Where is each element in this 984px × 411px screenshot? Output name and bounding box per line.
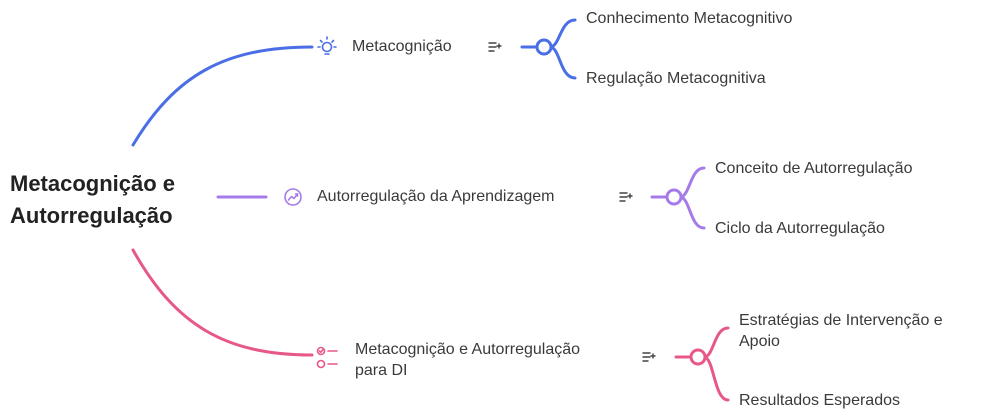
lightbulb-icon	[317, 36, 337, 55]
branch-autorregulacao[interactable]: Autorregulação da Aprendizagem	[317, 188, 555, 205]
fork-di	[674, 326, 730, 402]
connector-root-di	[131, 248, 314, 357]
trending-up-icon	[284, 188, 302, 206]
notes-icon-metacognicao[interactable]	[488, 42, 502, 52]
fork-node-di[interactable]	[689, 348, 707, 366]
leaf-conhecimento-metacognitivo[interactable]: Conhecimento Metacognitivo	[586, 10, 793, 27]
leaf-regulacao-metacognitiva[interactable]: Regulação Metacognitiva	[586, 70, 766, 87]
notes-icon-di[interactable]	[642, 352, 656, 362]
fork-node-metacognicao[interactable]	[535, 38, 553, 56]
fork-autorregulacao	[650, 166, 706, 230]
branch-di-line1: Metacognição e Autorregulação	[355, 341, 581, 358]
leaf-resultados-esperados[interactable]: Resultados Esperados	[739, 392, 900, 409]
leaf-conceito-autorregulacao[interactable]: Conceito de Autorregulação	[715, 160, 913, 177]
fork-metacognicao	[520, 18, 577, 80]
leaf-estrategias-line1: Estratégias de Intervenção e	[739, 312, 943, 329]
connector-root-metacognicao	[131, 45, 314, 147]
branch-metacognicao[interactable]: Metacognição	[352, 38, 452, 55]
checklist-icon	[316, 346, 338, 369]
fork-node-autorregulacao[interactable]	[665, 188, 683, 206]
leaf-ciclo-autorregulacao[interactable]: Ciclo da Autorregulação	[715, 220, 885, 237]
root-title-line2: Autorregulação	[10, 203, 173, 228]
root-node[interactable]: Metacognição e Autorregulação	[10, 168, 175, 232]
notes-icon-autorregulacao[interactable]	[619, 192, 633, 202]
branch-di[interactable]: Metacognição e Autorregulação para DI	[355, 339, 580, 381]
root-title-line1: Metacognição e	[10, 171, 176, 196]
branch-di-line2: para DI	[355, 362, 408, 379]
leaf-estrategias-intervencao[interactable]: Estratégias de Intervenção e Apoio	[739, 310, 943, 352]
leaf-estrategias-line2: Apoio	[739, 333, 780, 350]
